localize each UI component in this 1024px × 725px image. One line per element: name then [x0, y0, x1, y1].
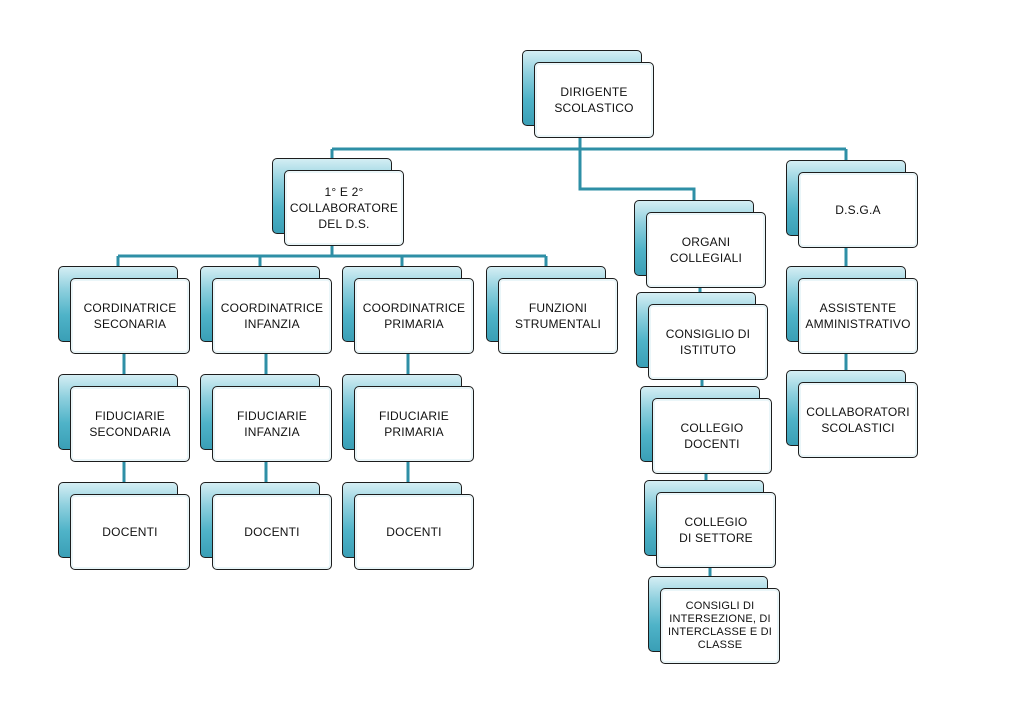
node-label: COLLEGIO DOCENTI — [680, 420, 744, 451]
node-collaboratori-scolastici: COLLABORATORI SCOLASTICI — [786, 370, 918, 458]
node-label: DOCENTI — [102, 524, 158, 539]
node-dsga: D.S.G.A — [786, 160, 918, 248]
node-organi-collegiali: ORGANI COLLEGIALI — [634, 200, 766, 288]
node-label: ORGANI COLLEGIALI — [669, 234, 743, 265]
node-collaboratore-ds: 1° E 2° COLLABORATORE DEL D.S. — [272, 158, 404, 246]
node-collegio-docenti: COLLEGIO DOCENTI — [640, 386, 772, 474]
node-consigli-intersezione: CONSIGLI DI INTERSEZIONE, DI INTERCLASSE… — [648, 576, 780, 664]
node-label: CONSIGLIO DI ISTITUTO — [665, 326, 751, 357]
node-label: DIRIGENTE SCOLASTICO — [554, 84, 634, 115]
node-label: FIDUCIARIE SECONDARIA — [89, 408, 171, 439]
node-fiduciarie-secondaria: FIDUCIARIE SECONDARIA — [58, 374, 190, 462]
node-label: FIDUCIARIE PRIMARIA — [378, 408, 449, 439]
node-assistente-amministrativo: ASSISTENTE AMMINISTRATIVO — [786, 266, 918, 354]
node-consiglio-istituto: CONSIGLIO DI ISTITUTO — [636, 292, 768, 380]
node-collegio-settore: COLLEGIO DI SETTORE — [644, 480, 776, 568]
node-fiduciarie-primaria: FIDUCIARIE PRIMARIA — [342, 374, 474, 462]
node-label: COLLEGIO DI SETTORE — [679, 514, 753, 545]
node-cordinatrice-secondaria: CORDINATRICE SECONARIA — [58, 266, 190, 354]
node-label: FIDUCIARIE INFANZIA — [236, 408, 307, 439]
node-label: FUNZIONI STRUMENTALI — [515, 300, 601, 331]
node-label: 1° E 2° COLLABORATORE DEL D.S. — [289, 184, 399, 232]
node-label: CONSIGLI DI INTERSEZIONE, DI INTERCLASSE… — [667, 599, 773, 652]
node-label: COLLABORATORI SCOLASTICI — [806, 404, 910, 435]
node-docenti-primaria: DOCENTI — [342, 482, 474, 570]
node-fiduciarie-infanzia: FIDUCIARIE INFANZIA — [200, 374, 332, 462]
node-label: D.S.G.A — [835, 202, 881, 217]
node-label: COORDINATRICE PRIMARIA — [362, 300, 466, 331]
node-funzioni-strumentali: FUNZIONI STRUMENTALI — [486, 266, 618, 354]
node-coordinatrice-primaria: COORDINATRICE PRIMARIA — [342, 266, 474, 354]
node-coordinatrice-infanzia: COORDINATRICE INFANZIA — [200, 266, 332, 354]
node-label: CORDINATRICE SECONARIA — [83, 300, 177, 331]
node-label: ASSISTENTE AMMINISTRATIVO — [805, 300, 911, 331]
node-dirigente-scolastico: DIRIGENTE SCOLASTICO — [522, 50, 654, 138]
node-label: COORDINATRICE INFANZIA — [220, 300, 324, 331]
node-docenti-secondaria: DOCENTI — [58, 482, 190, 570]
node-label: DOCENTI — [244, 524, 300, 539]
conn-root-to-organi — [578, 149, 696, 200]
node-docenti-infanzia: DOCENTI — [200, 482, 332, 570]
node-label: DOCENTI — [386, 524, 442, 539]
